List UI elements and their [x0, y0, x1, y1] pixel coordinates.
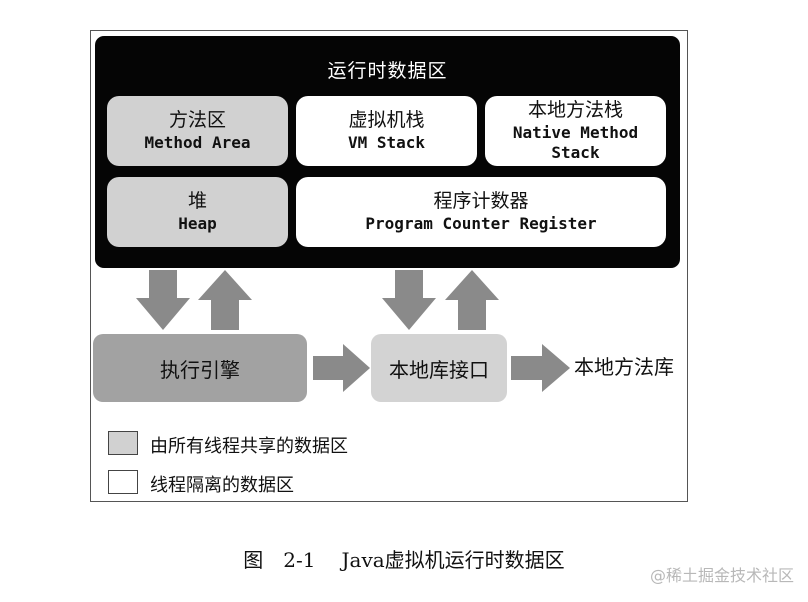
legend-shared-label: 由所有线程共享的数据区: [150, 436, 348, 457]
arrow-down-native-interface: [382, 270, 436, 330]
vm-stack-box: 虚拟机栈 VM Stack: [296, 96, 477, 166]
legend-isolated-label: 线程隔离的数据区: [150, 475, 294, 496]
legend-isolated-swatch: [108, 470, 138, 494]
method-area-zh: 方法区: [168, 109, 226, 132]
heap-box: 堆 Heap: [107, 177, 288, 247]
arrow-right-interface-to-library: [511, 344, 570, 392]
execution-engine: 执行引擎: [93, 334, 307, 402]
heap-en: Heap: [178, 213, 217, 233]
figure-number: 图 2-1: [243, 548, 316, 572]
pc-register-box: 程序计数器 Program Counter Register: [296, 177, 666, 247]
native-library-interface: 本地库接口: [371, 334, 507, 402]
pc-register-zh: 程序计数器: [433, 190, 529, 213]
native-method-stack-box: 本地方法栈 Native Method Stack: [485, 96, 666, 166]
method-area-box: 方法区 Method Area: [107, 96, 288, 166]
figure-title: Java虚拟机运行时数据区: [341, 548, 565, 572]
native-method-stack-en1: Native Method: [512, 122, 639, 142]
heap-zh: 堆: [187, 190, 207, 213]
figure-caption: 图 2-1 Java虚拟机运行时数据区: [0, 544, 808, 573]
native-method-stack-zh: 本地方法栈: [527, 99, 623, 122]
arrow-up-engine: [198, 270, 252, 330]
arrow-down-engine: [136, 270, 190, 330]
vm-stack-zh: 虚拟机栈: [348, 109, 425, 132]
arrow-up-native-interface: [445, 270, 499, 330]
method-area-en: Method Area: [144, 132, 251, 152]
arrow-right-engine-to-interface: [313, 344, 370, 392]
native-method-stack-en2: Stack: [551, 142, 600, 162]
runtime-data-area-title: 运行时数据区: [327, 60, 448, 82]
pc-register-en: Program Counter Register: [365, 213, 597, 233]
native-method-library: 本地方法库: [574, 355, 674, 379]
watermark: @稀土掘金技术社区: [649, 566, 794, 585]
vm-stack-en: VM Stack: [347, 132, 426, 152]
legend-shared-swatch: [108, 431, 138, 455]
